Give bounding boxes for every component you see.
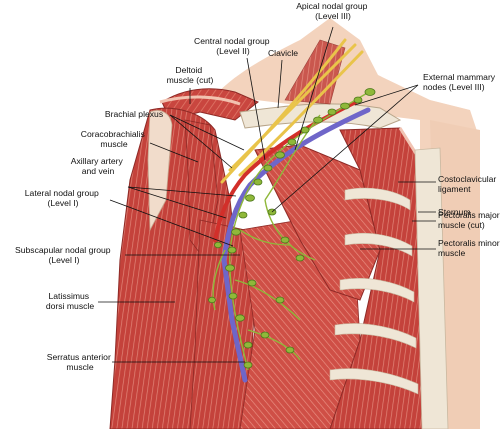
lymph-nodes xyxy=(208,88,376,369)
label-external-mammary-nodes: External mammary nodes (Level III) xyxy=(423,72,498,92)
pectoralis-minor-muscle xyxy=(254,144,381,301)
leader-coracobrachialis xyxy=(149,142,199,163)
leader-brachial-2 xyxy=(169,114,245,151)
label-subscapular-nodal-group: Subscapular nodal group (Level I) xyxy=(15,245,113,265)
label-pectoralis-minor: Pectoralis minor muscle xyxy=(438,238,500,258)
anatomy-illustration xyxy=(109,18,480,429)
leader-axillary-2 xyxy=(127,186,237,197)
leader-axillary-1 xyxy=(127,186,227,219)
label-axillary-artery-vein: Axillary artery and vein xyxy=(71,156,125,176)
ribs xyxy=(329,187,419,395)
label-serratus-anterior: Serratus anterior muscle xyxy=(47,352,113,372)
label-central-nodal-group: Central nodal group (Level II) xyxy=(194,36,272,56)
leader-external-mammary-2 xyxy=(271,84,419,213)
label-latissimus-dorsi: Latissimus dorsi muscle xyxy=(46,291,94,311)
leader-brachial-1 xyxy=(169,114,233,169)
label-deltoid-muscle: Deltoid muscle (cut) xyxy=(167,65,214,85)
leader-apical xyxy=(294,26,334,151)
leader-external-mammary-1 xyxy=(354,84,419,106)
label-brachial-plexus: Brachial plexus xyxy=(105,109,163,119)
sternum-bone xyxy=(414,147,449,429)
leader-central xyxy=(246,57,266,161)
leader-lateral xyxy=(109,199,234,247)
arm-tendon xyxy=(147,110,173,232)
label-costoclavicular-ligament: Costoclavicular ligament xyxy=(438,174,499,194)
deltoid-cut-edge xyxy=(159,95,241,106)
leader-lines xyxy=(98,26,436,363)
leader-clavicle xyxy=(277,59,283,109)
label-apical-nodal-group: Apical nodal group (Level III) xyxy=(296,1,370,21)
brachial-plexus-nerves xyxy=(220,38,364,184)
callout-labels: Apical nodal group (Level III) Central n… xyxy=(15,1,500,372)
label-sternum: Sternum xyxy=(438,207,470,217)
label-lateral-nodal-group: Lateral nodal group (Level I) xyxy=(25,188,101,208)
label-clavicle: Clavicle xyxy=(268,48,298,58)
label-coracobrachialis-muscle: Coracobrachialis muscle xyxy=(81,129,147,149)
label-pectoralis-major: Pectoralis major muscle (cut) xyxy=(438,210,500,230)
